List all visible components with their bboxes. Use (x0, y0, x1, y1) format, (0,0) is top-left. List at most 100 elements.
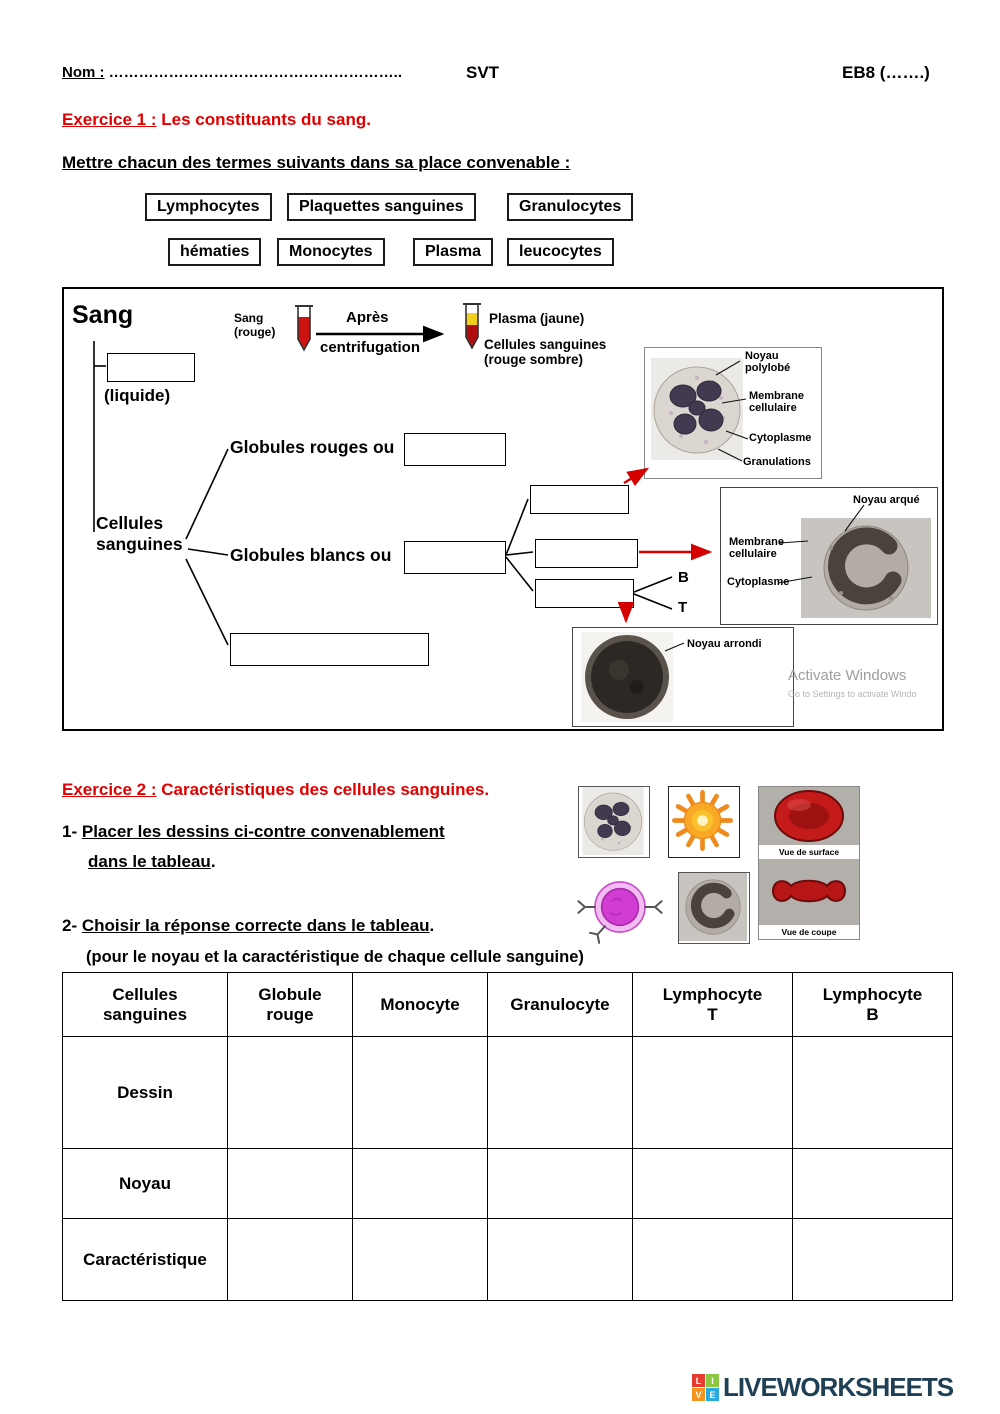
lymphocyte-label-noyau: Noyau arrondi (687, 638, 762, 650)
b-cell-letter: B (678, 569, 689, 586)
header-lymphocyte-t: Lymphocyte T (632, 972, 793, 1037)
diagram-title: Sang (72, 301, 134, 329)
exercise2-title: Exercice 2 : Caractéristiques des cellul… (62, 780, 489, 800)
table-cell[interactable] (792, 1036, 953, 1149)
tube1-caption: Sang (rouge) (234, 311, 276, 339)
monocyte-figure-photo (679, 873, 747, 941)
table-cell[interactable] (792, 1218, 953, 1301)
t-cell-letter: T (678, 599, 688, 616)
header-label: Granulocyte (510, 994, 610, 1014)
monocyte-panel: Noyau arqué Membrane cellulaire Cytoplas… (720, 487, 938, 625)
granulocyte-panel: Noyau polylobé Membrane cellulaire Cytop… (644, 347, 822, 479)
cells-caption: Cellules sanguines (rouge sombre) (484, 337, 607, 367)
plasma-caption: Plasma (jaune) (489, 311, 585, 326)
exercise1-instruction: Mettre chacun des termes suivants dans s… (62, 153, 571, 172)
table-cell[interactable] (792, 1148, 953, 1219)
answer-box-globules-rouges[interactable] (404, 433, 506, 466)
question2-period: . (429, 916, 435, 935)
table-cell[interactable] (632, 1036, 793, 1149)
table-row-dessin: Dessin (62, 1036, 953, 1149)
granulocyte-label-noyau: Noyau polylobé (745, 350, 791, 375)
name-label: Nom : (62, 64, 105, 81)
monocyte-label-noyau: Noyau arqué (853, 494, 920, 506)
answer-box-bottom[interactable] (230, 633, 429, 666)
logo-square-i: I (706, 1374, 719, 1387)
monocyte-label-cytoplasme: Cytoplasme (727, 576, 790, 588)
subject-title: SVT (466, 63, 500, 82)
question1-text1: Placer les dessins ci-contre convenablem… (81, 822, 445, 841)
liveworksheets-brand-text: LIVEWORKSHEETS (723, 1372, 954, 1402)
question2-number: 2- (62, 916, 78, 935)
blood-diagram: Sang Sang (rouge) Après centrifugation P… (62, 287, 944, 731)
table-cell[interactable] (352, 1148, 488, 1219)
logo-square-e: E (706, 1388, 719, 1401)
lymphocyte-photo (581, 632, 673, 722)
table-cell[interactable] (227, 1036, 353, 1149)
table-cell[interactable] (487, 1036, 633, 1149)
rbc-surface-photo (774, 790, 844, 842)
figure-red-blood-cell[interactable]: Vue de surface Vue de coupe (758, 786, 860, 940)
activate-windows-subtext: Go to Settings to activate Windo (788, 689, 917, 699)
globules-blancs-label: Globules blancs ou (230, 545, 392, 565)
table-cell[interactable] (632, 1148, 793, 1219)
table-cell[interactable] (227, 1218, 353, 1301)
table-cell[interactable] (487, 1218, 633, 1301)
answer-box-liquide[interactable] (107, 353, 195, 382)
table-cell[interactable] (352, 1036, 488, 1149)
term-monocytes[interactable]: Monocytes (277, 238, 385, 266)
question1-number: 1- (62, 822, 78, 841)
monocyte-label-membrane: Membrane cellulaire (729, 536, 785, 561)
figure-b-lymphocyte[interactable] (570, 868, 670, 946)
figure-monocyte[interactable] (678, 872, 750, 944)
granulocyte-label-membrane: Membrane cellulaire (749, 390, 805, 415)
term-lymphocytes[interactable]: Lymphocytes (145, 193, 272, 221)
table-header-row: Cellules sanguines Globule rouge Monocyt… (62, 972, 953, 1037)
exercise1-title-label: Exercice 1 : (62, 110, 157, 129)
question1-text2: dans le tableau (88, 852, 211, 871)
table-cell[interactable] (352, 1218, 488, 1301)
term-leucocytes[interactable]: leucocytes (507, 238, 614, 266)
term-hematies[interactable]: hématies (168, 238, 262, 266)
lymphocyte-panel: Noyau arrondi (572, 627, 794, 727)
header-label: Cellules sanguines (102, 984, 188, 1024)
question2-note: (pour le noyau et la caractéristique de … (86, 948, 584, 966)
centrifugation-label-bottom: centrifugation (320, 339, 420, 356)
granulocyte-photo (651, 358, 743, 460)
logo-square-l: L (692, 1374, 705, 1387)
header-label: Globule rouge (258, 984, 322, 1024)
exercise1-title: Exercice 1 : Les constituants du sang. (62, 110, 371, 130)
exercise2-title-text: Caractéristiques des cellules sanguines. (161, 780, 490, 799)
answer-box-mid-2[interactable] (535, 539, 638, 568)
name-dots[interactable]: ………………………………………………….. (108, 64, 403, 81)
answer-box-globules-blancs[interactable] (404, 541, 506, 574)
term-plasma[interactable]: Plasma (413, 238, 494, 266)
header-label: Lymphocyte T (662, 984, 763, 1024)
exercise1-title-text: Les constituants du sang. (161, 110, 371, 129)
header-globule-rouge: Globule rouge (227, 972, 353, 1037)
term-plaquettes-sanguines[interactable]: Plaquettes sanguines (287, 193, 476, 221)
figure-granulocyte[interactable] (578, 786, 650, 858)
liveworksheets-footer[interactable]: L I V E LIVEWORKSHEETS (692, 1372, 954, 1403)
term-granulocytes[interactable]: Granulocytes (507, 193, 634, 221)
header-monocyte: Monocyte (352, 972, 488, 1037)
granulocyte-label-cytoplasme: Cytoplasme (749, 432, 812, 444)
question1-line1: 1- Placer les dessins ci-contre convenab… (62, 822, 445, 842)
rbc-section-photo (771, 879, 847, 903)
name-field-line: Nom : ………………………………………………….. (62, 64, 402, 81)
header-cellules-sanguines: Cellules sanguines (62, 972, 228, 1037)
b-lymphocyte-drawing (577, 881, 663, 944)
table-cell[interactable] (487, 1148, 633, 1219)
logo-square-v: V (692, 1388, 705, 1401)
answer-box-mid-3[interactable] (535, 579, 634, 608)
answer-box-mid-1[interactable] (530, 485, 629, 514)
monocyte-photo (801, 518, 931, 618)
table-row-noyau: Noyau (62, 1148, 953, 1219)
table-cell[interactable] (227, 1148, 353, 1219)
centrifugation-label-top: Après (346, 309, 389, 326)
figure-platelet[interactable] (668, 786, 740, 858)
granulocyte-figure-photo (582, 787, 644, 855)
table-cell[interactable] (632, 1218, 793, 1301)
granulocyte-label-granulations: Granulations (743, 456, 811, 468)
characteristics-table-wrap: Cellules sanguines Globule rouge Monocyt… (62, 972, 953, 1301)
